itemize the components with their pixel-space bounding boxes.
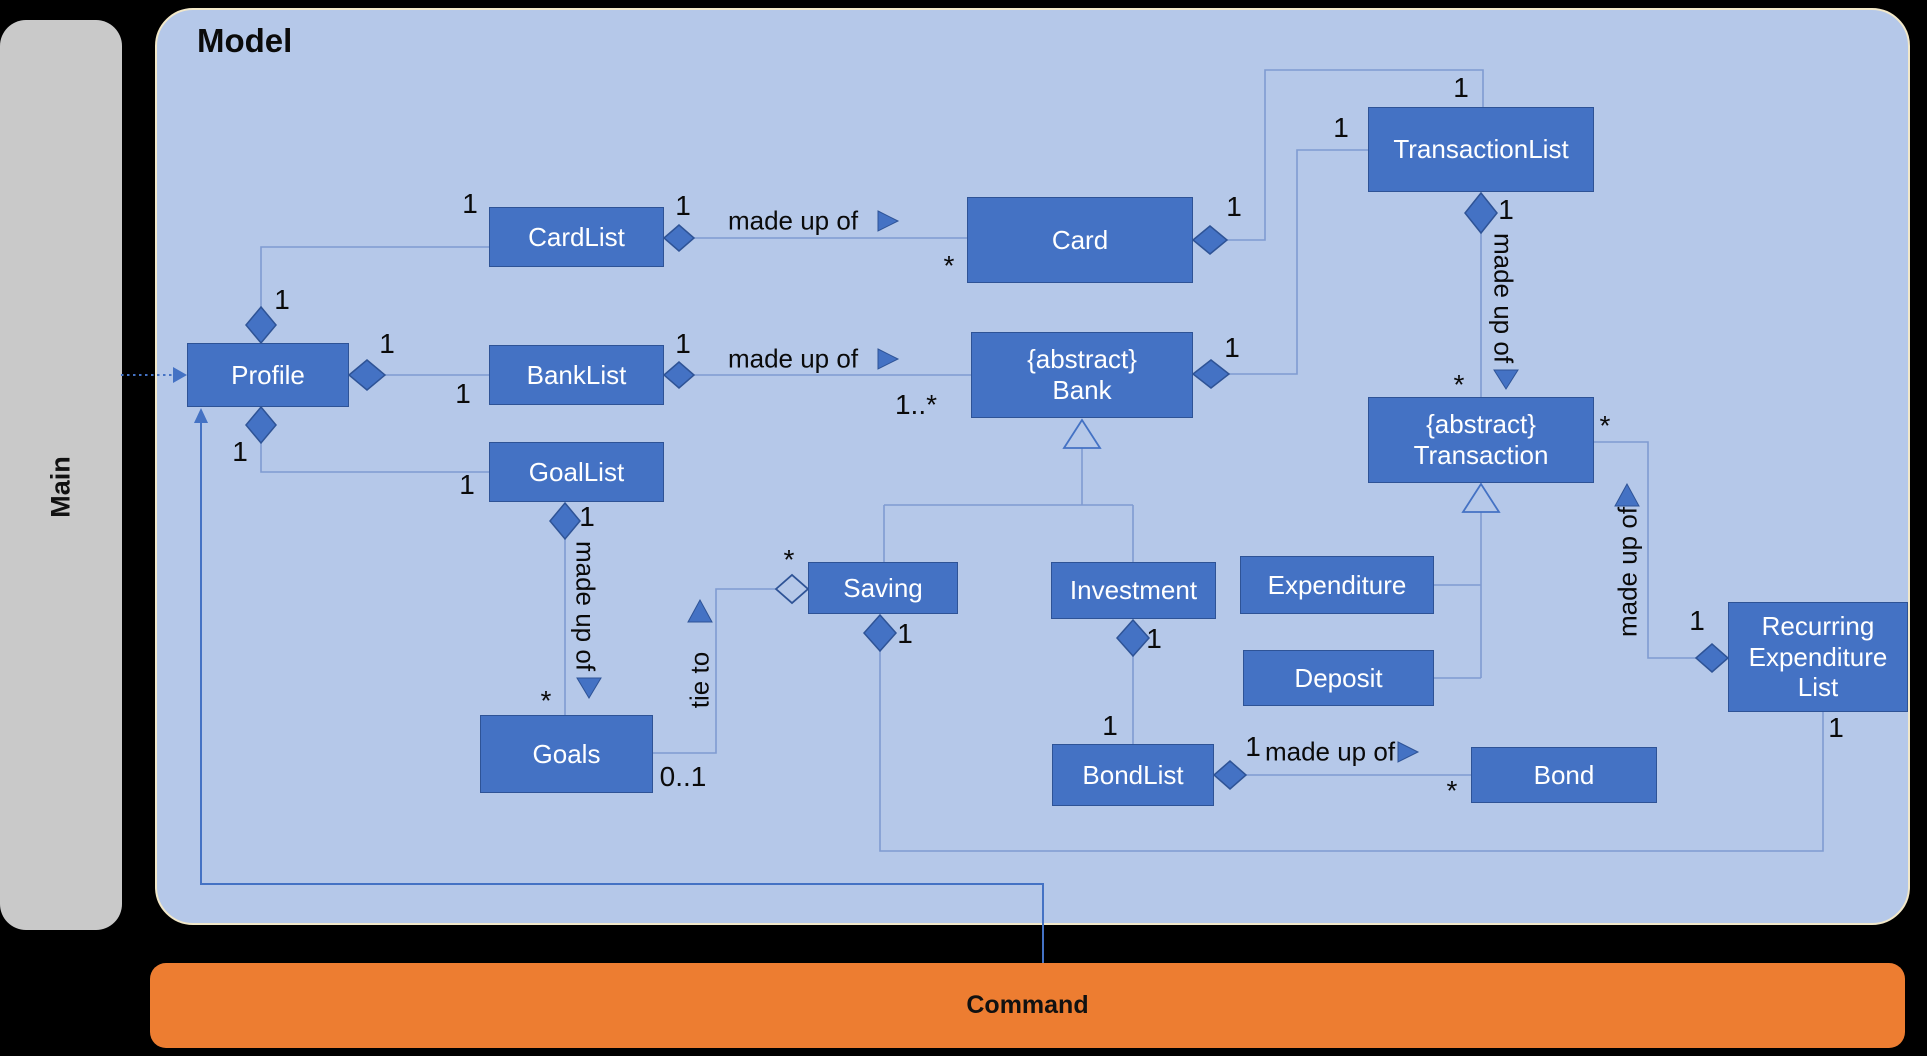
multiplicity-label: 1 [1689, 605, 1705, 636]
class-transaction: {abstract} Transaction [1368, 397, 1594, 483]
class-goallist: GoalList [489, 442, 664, 502]
multiplicity-label: 1 [1224, 332, 1240, 363]
class-expenditure: Expenditure [1240, 556, 1434, 614]
class-saving: Saving [808, 562, 958, 614]
class-bond: Bond [1471, 747, 1657, 803]
model-package-title: Model [197, 22, 293, 59]
multiplicity-label: 1 [897, 618, 913, 649]
multiplicity-label: 1 [455, 378, 471, 409]
multiplicity-label: * [783, 544, 795, 575]
class-cardlist: CardList [489, 207, 664, 267]
multiplicity-label: * [943, 250, 955, 281]
association-label: made up of [1264, 736, 1396, 767]
class-bank: {abstract} Bank [971, 332, 1193, 418]
multiplicity-label: 1 [579, 501, 595, 532]
main-module-container: Main [0, 20, 122, 930]
main-module-label: Main [45, 456, 76, 518]
multiplicity-label: 0..1 [659, 761, 707, 792]
class-card: Card [967, 197, 1193, 283]
multiplicity-label: 1 [459, 469, 475, 500]
multiplicity-label: 1 [1828, 712, 1844, 743]
multiplicity-label: 1 [675, 190, 691, 221]
multiplicity-label: * [1446, 775, 1458, 806]
class-bondlist: BondList [1052, 744, 1214, 806]
association-label: made up of [727, 205, 859, 236]
multiplicity-label: 1 [379, 328, 395, 359]
multiplicity-label: * [1599, 410, 1611, 441]
association-label: made up of [1488, 232, 1519, 364]
association-label: tie to [684, 651, 715, 709]
multiplicity-label: 1 [1333, 112, 1349, 143]
class-investment: Investment [1051, 562, 1216, 619]
class-deposit: Deposit [1243, 650, 1434, 706]
multiplicity-label: * [1453, 369, 1465, 400]
multiplicity-label: 1..* [894, 389, 938, 420]
multiplicity-label: 1 [462, 188, 478, 219]
multiplicity-label: 1 [675, 328, 691, 359]
multiplicity-label: 1 [232, 436, 248, 467]
class-banklist: BankList [489, 345, 664, 405]
class-recurring_expenditure_list: Recurring Expenditure List [1728, 602, 1908, 712]
command-module-container: Command [150, 963, 1905, 1048]
association-label: made up of [570, 540, 601, 672]
multiplicity-label: 1 [1453, 72, 1469, 103]
multiplicity-label: 1 [1146, 623, 1162, 654]
class-profile: Profile [187, 343, 349, 407]
association-label: made up of [1612, 506, 1643, 638]
multiplicity-label: 1 [1226, 191, 1242, 222]
command-module-label: Command [966, 991, 1089, 1019]
multiplicity-label: 1 [1245, 731, 1261, 762]
multiplicity-label: 1 [1498, 194, 1514, 225]
association-label: made up of [727, 343, 859, 374]
multiplicity-label: 1 [1102, 710, 1118, 741]
multiplicity-label: * [540, 685, 552, 716]
class-goals: Goals [480, 715, 653, 793]
multiplicity-label: 1 [274, 284, 290, 315]
class-transactionlist: TransactionList [1368, 107, 1594, 192]
